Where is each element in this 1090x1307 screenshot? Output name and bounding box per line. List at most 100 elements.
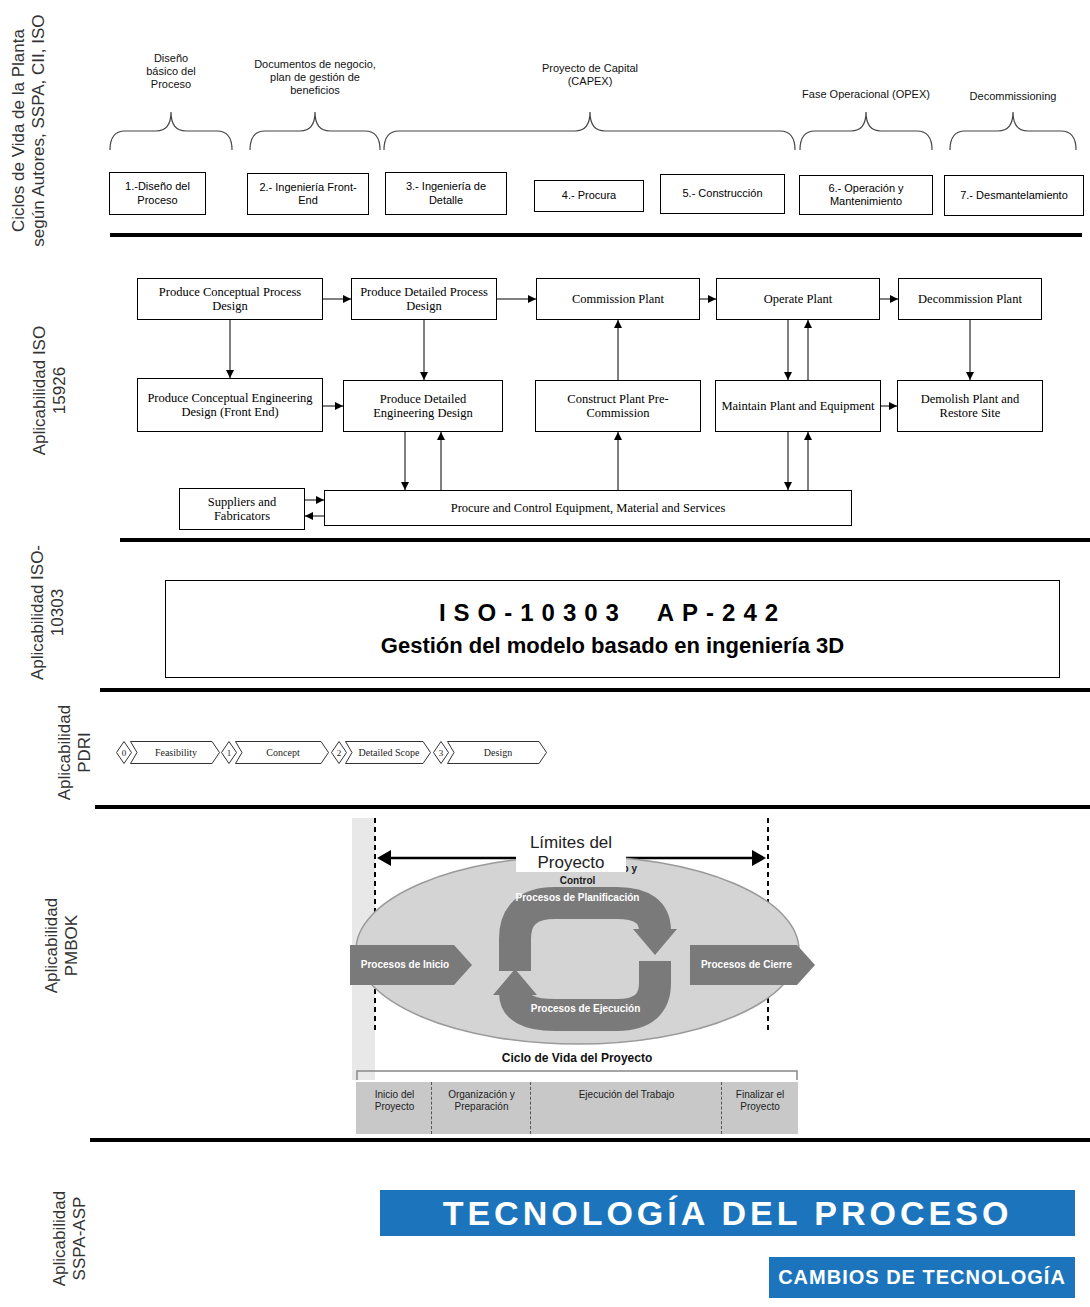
section-title: Aplicabilidad PMBOK xyxy=(42,880,81,1010)
node-text: Construct Plant Pre-Commission xyxy=(541,392,695,421)
band-rule xyxy=(120,538,1090,542)
phase-group-label: Proyecto de Capital (CAPEX) xyxy=(535,62,645,88)
node-text: Design xyxy=(484,747,512,758)
phase-box: 5.- Construcción xyxy=(660,174,785,214)
phase-group-label: Decommissioning xyxy=(958,90,1068,103)
section-title: Aplicabilidad PDRI xyxy=(55,692,94,812)
phase-box: 6.- Operación y Mantenimiento xyxy=(799,175,933,215)
node-text: Feasibility xyxy=(155,747,197,758)
band-rule xyxy=(110,233,1082,237)
phase-box: 3.- Ingeniería de Detalle xyxy=(385,172,507,215)
banner: TECNOLOGÍA DEL PROCESO xyxy=(380,1190,1075,1236)
phase-box: 1.-Diseño del Proceso xyxy=(109,172,206,215)
node-text: 2.- Ingeniería Front-End xyxy=(252,181,364,207)
diamond-outline xyxy=(332,742,347,764)
node-text: Procesos de Planificación xyxy=(513,892,643,904)
phase-cell: Finalizar el Proyecto xyxy=(721,1082,798,1134)
phase-chevron: Detailed Scope xyxy=(345,741,431,764)
flow-arrow xyxy=(441,432,442,490)
process-box: Operate Plant xyxy=(716,278,880,320)
node-text: Concept xyxy=(266,747,299,758)
phase-chevron: Design xyxy=(447,741,547,764)
phase-cell: Inicio del Proyecto xyxy=(356,1082,433,1134)
process-box: Produce Detailed Engineering Design xyxy=(343,380,503,432)
flow-arrow xyxy=(700,299,716,300)
process-box: Demolish Plant and Restore Site xyxy=(897,380,1043,432)
phase-box: 7.- Desmantelamiento xyxy=(944,175,1084,216)
flow-arrow xyxy=(808,432,809,490)
process-box: Produce Conceptual Process Design xyxy=(137,278,323,320)
node-text: Inicio del Proyecto xyxy=(359,1089,430,1113)
process-arrow: Procesos de Cierre xyxy=(690,945,815,985)
curly-brace xyxy=(950,112,1076,150)
flow-arrow xyxy=(618,320,619,380)
node-text: 5.- Construcción xyxy=(682,187,762,200)
phase-group-label: Diseño básico del Proceso xyxy=(140,52,202,92)
node-text: Operate Plant xyxy=(764,292,832,306)
node-text: Demolish Plant and Restore Site xyxy=(903,392,1037,421)
process-box: Produce Detailed Process Design xyxy=(351,278,497,320)
curly-brace xyxy=(250,112,380,150)
diamond-outline xyxy=(434,742,449,764)
band-rule xyxy=(100,688,1090,692)
node-text: Produce Detailed Engineering Design xyxy=(349,392,497,421)
chevron-outline xyxy=(131,742,220,764)
node-text: Procesos de Inicio xyxy=(361,959,449,971)
cycle-arrow xyxy=(515,903,655,971)
cycle-arrow-head xyxy=(633,929,677,955)
node-text: Procure and Control Equipment, Material … xyxy=(451,501,726,515)
node-text: Produce Detailed Process Design xyxy=(357,285,491,314)
phase-cell: Ejecución del Trabajo xyxy=(530,1082,722,1134)
standard-box: ISO-10303 AP-242Gestión del modelo basad… xyxy=(165,580,1060,678)
phase-cell: Organización y Preparación xyxy=(431,1082,531,1134)
node-text: Produce Conceptual Engineering Design (F… xyxy=(143,391,317,420)
chevron-outline xyxy=(236,742,329,764)
chevron-outline xyxy=(346,742,431,764)
step-diamond: 3 xyxy=(433,741,449,764)
node-text: CAMBIOS DE TECNOLOGÍA xyxy=(778,1266,1066,1289)
lifecycle-bracket xyxy=(357,1071,797,1080)
flow-arrow xyxy=(305,500,324,501)
band-rule xyxy=(90,1138,1090,1142)
flow-arrow xyxy=(405,432,406,490)
process-box: Procure and Control Equipment, Material … xyxy=(324,490,852,526)
process-box: Commission Plant xyxy=(536,278,700,320)
flow-arrow xyxy=(788,432,789,490)
flow-arrow xyxy=(788,320,789,380)
arrow-shape xyxy=(350,945,472,985)
step-diamond: 2 xyxy=(331,741,347,764)
cycle-arrow xyxy=(515,961,655,1015)
node-text: Maintain Plant and Equipment xyxy=(721,399,874,413)
phase-box: 2.- Ingeniería Front-End xyxy=(247,173,369,215)
node-text: Organización y Preparación xyxy=(435,1089,528,1113)
process-box: Suppliers and Fabricators xyxy=(179,488,305,530)
process-box: Construct Plant Pre-Commission xyxy=(535,380,701,432)
phase-chevron: Concept xyxy=(235,741,329,764)
flow-arrow xyxy=(424,320,425,380)
node-text: 1 xyxy=(227,748,232,758)
phase-chevron: Feasibility xyxy=(130,741,220,764)
step-diamond: 1 xyxy=(221,741,237,764)
diamond-outline xyxy=(117,742,132,764)
node-text: Produce Conceptual Process Design xyxy=(143,285,317,314)
boundary-label: Límites del Proyecto xyxy=(516,833,626,872)
node-text: Detailed Scope xyxy=(359,747,420,758)
flow-arrow xyxy=(808,320,809,380)
process-arrow: Procesos de Inicio xyxy=(350,945,472,985)
flow-arrow xyxy=(305,516,324,517)
process-box: Decommission Plant xyxy=(898,278,1042,320)
flow-arrow xyxy=(323,299,351,300)
node-text: 6.- Operación y Mantenimiento xyxy=(804,182,928,208)
diamond-outline xyxy=(222,742,237,764)
section-title: Aplicabilidad SSPA-ASP xyxy=(50,1173,89,1303)
node-text: TECNOLOGÍA DEL PROCESO xyxy=(443,1194,1013,1233)
node-text: Procesos de Ejecución xyxy=(521,1003,651,1015)
flow-arrow xyxy=(880,299,898,300)
phase-box: 4.- Procura xyxy=(534,180,644,212)
section-title: Ciclos de Vida de la Planta según Autore… xyxy=(8,13,47,248)
curly-brace xyxy=(110,112,232,150)
phase-group-label: Documentos de negocio, plan de gestión d… xyxy=(245,58,385,98)
flow-arrow xyxy=(970,320,971,380)
